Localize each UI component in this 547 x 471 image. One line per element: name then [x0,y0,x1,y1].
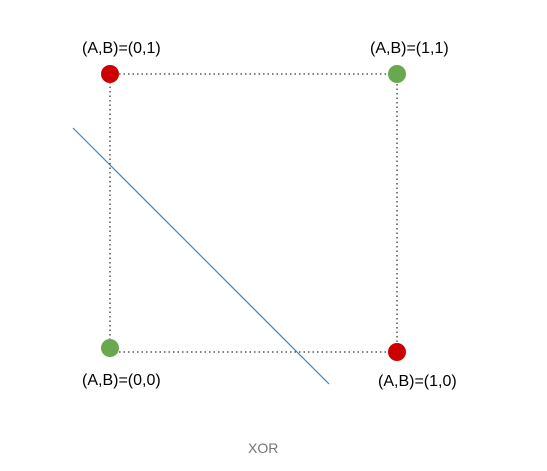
caption: XOR [248,440,278,456]
point-0-1-label: (A,B)=(0,1) [82,40,161,57]
point-1-1-dot [388,65,406,83]
point-0-0-dot [101,339,119,357]
point-1-0-dot [388,343,406,361]
point-1-1-label: (A,B)=(1,1) [370,40,449,57]
point-0-1-dot [101,65,119,83]
separator-line [72,127,330,385]
point-0-0-label: (A,B)=(0,0) [82,372,161,389]
input-space-box [109,73,398,353]
point-1-0-label: (A,B)=(1,0) [378,373,457,390]
